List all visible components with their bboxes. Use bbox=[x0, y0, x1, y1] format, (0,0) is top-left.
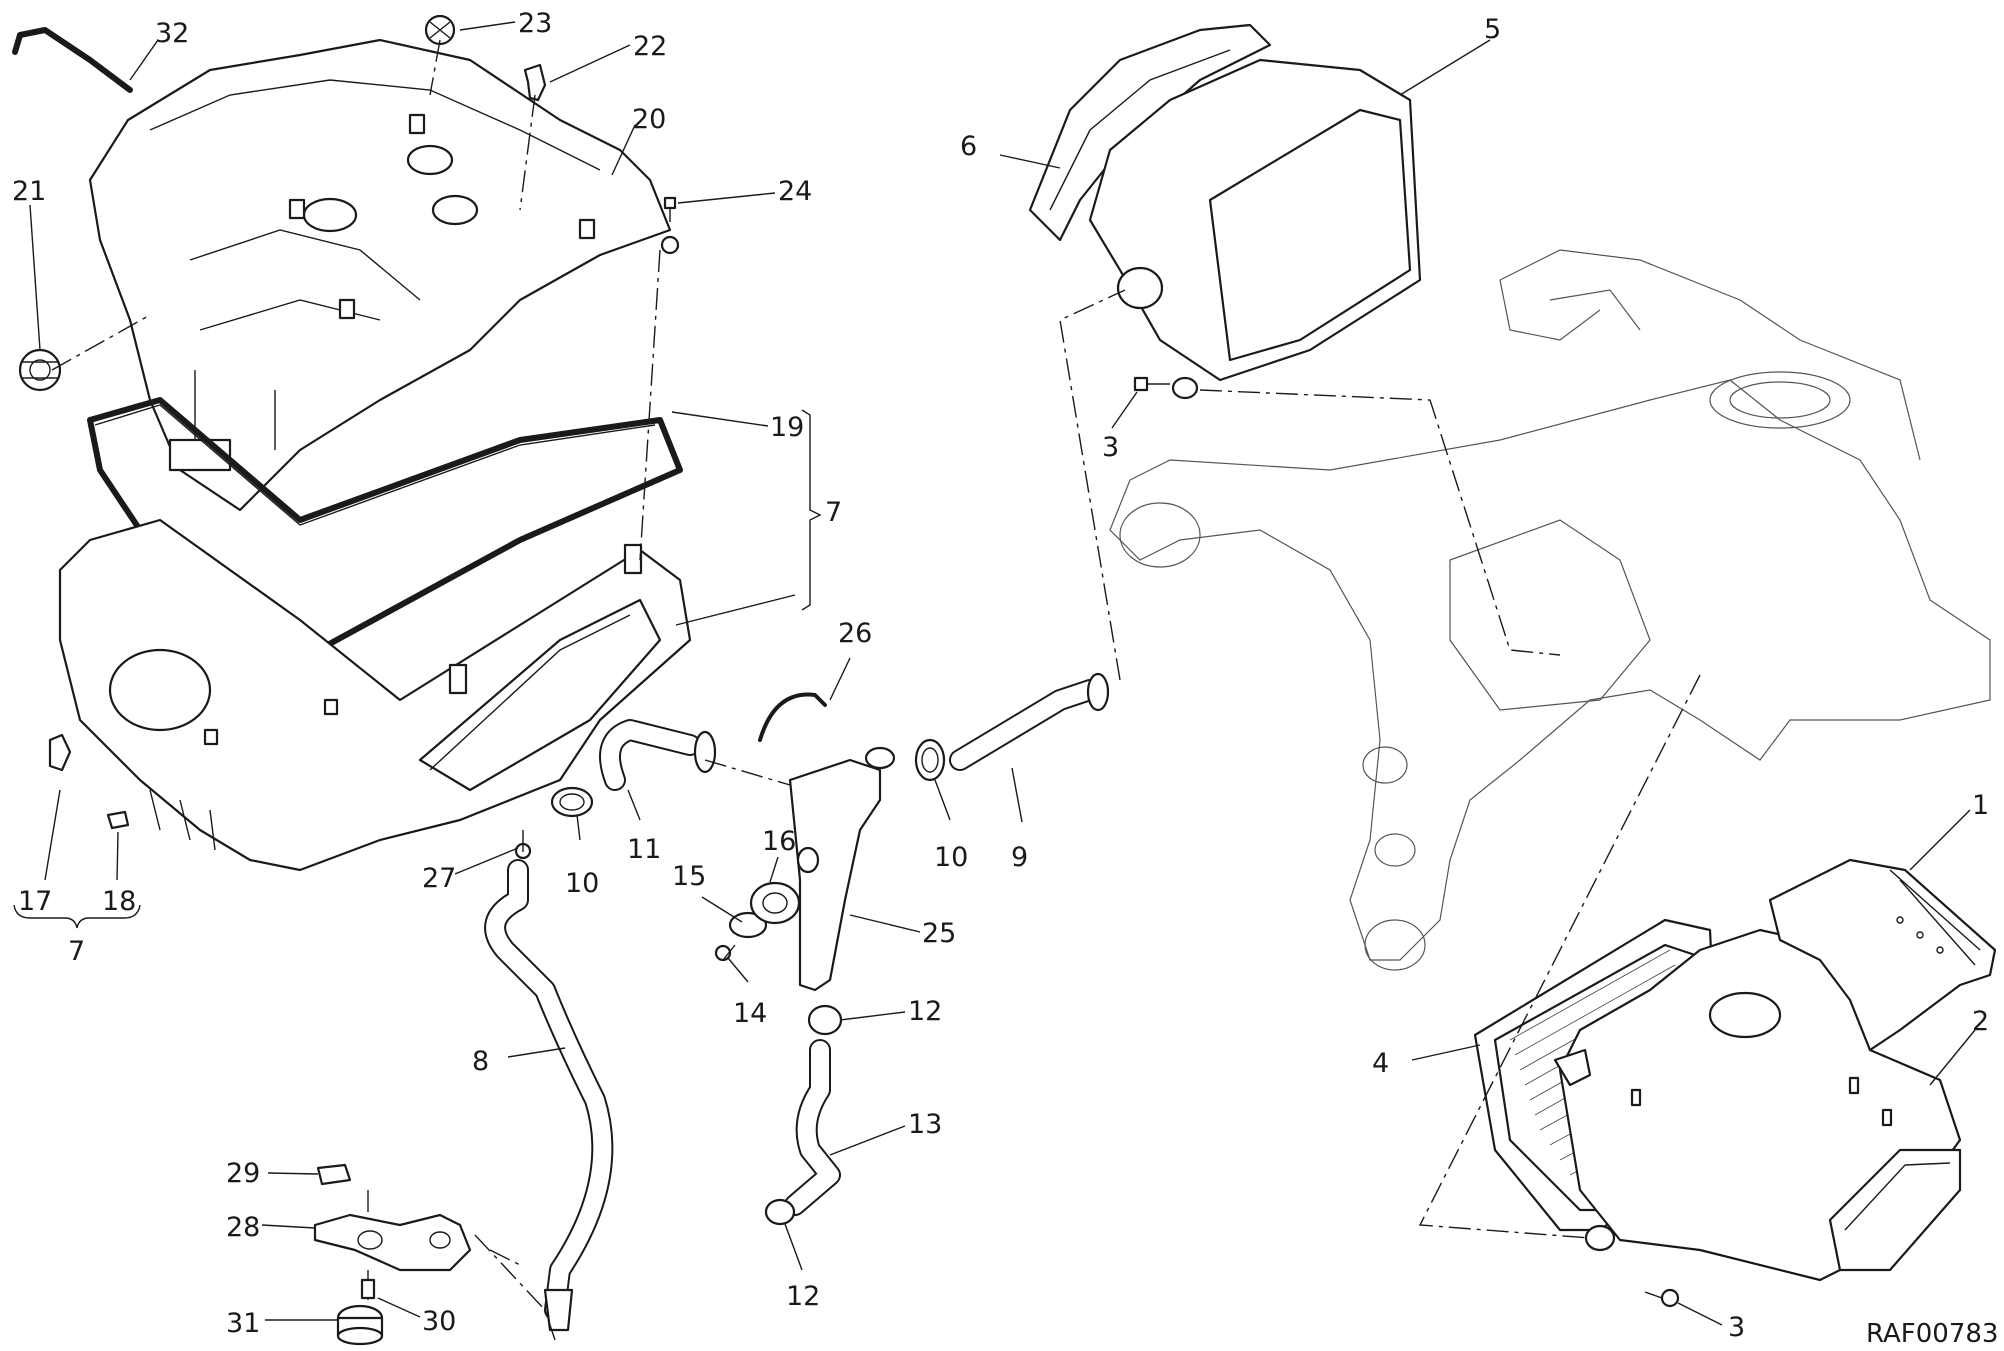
screw-part-30 bbox=[360, 1270, 376, 1300]
hose-clamp-part-10-left bbox=[550, 786, 594, 818]
callout-18: 18 bbox=[102, 886, 136, 917]
callout-6: 6 bbox=[960, 131, 977, 162]
callout-13: 13 bbox=[908, 1109, 942, 1140]
drawing-code: RAF00783 bbox=[1866, 1319, 1998, 1349]
grommet-part-16 bbox=[749, 881, 801, 925]
callout-14: 14 bbox=[733, 998, 767, 1029]
intake-part-1 bbox=[1768, 858, 1997, 1052]
callout-29: 29 bbox=[226, 1158, 260, 1189]
callout-2: 2 bbox=[1972, 1006, 1989, 1037]
callout-12-bottom: 12 bbox=[786, 1281, 820, 1312]
callout-7-bracket: 7 bbox=[825, 497, 842, 528]
clip-part-22 bbox=[523, 63, 547, 102]
callout-25: 25 bbox=[922, 918, 956, 949]
filter-frame-part-6 bbox=[1028, 23, 1272, 242]
hose-clamp-part-10-right bbox=[914, 738, 946, 782]
callout-4: 4 bbox=[1372, 1048, 1389, 1079]
bracket-part-28 bbox=[313, 1213, 472, 1272]
hose-part-13 bbox=[784, 1039, 841, 1216]
callout-26: 26 bbox=[838, 618, 872, 649]
screw-part-3-top bbox=[1133, 376, 1170, 392]
assembly-lines bbox=[51, 39, 1701, 1341]
callout-15: 15 bbox=[672, 861, 706, 892]
sensor-cable-part-32 bbox=[12, 27, 133, 93]
rubber-part-29 bbox=[316, 1163, 352, 1186]
callout-17: 17 bbox=[18, 886, 52, 917]
callout-20: 20 bbox=[632, 104, 666, 135]
drain-hose-part-8 bbox=[484, 859, 614, 1332]
callout-31: 31 bbox=[226, 1308, 260, 1339]
screw-part-24 bbox=[660, 196, 680, 255]
clip-part-17 bbox=[48, 733, 72, 772]
washer-part-15 bbox=[728, 911, 768, 939]
leader-lines bbox=[13, 21, 1976, 1326]
callout-32: 32 bbox=[155, 18, 189, 49]
airbox-cover-part-20 bbox=[88, 38, 672, 512]
motorcycle-frame bbox=[1109, 249, 1991, 971]
callout-3-top: 3 bbox=[1102, 432, 1119, 463]
callout-19: 19 bbox=[770, 412, 804, 443]
callout-30: 30 bbox=[422, 1306, 456, 1337]
airbox-base bbox=[58, 518, 692, 872]
screw-part-14 bbox=[714, 944, 736, 962]
hose-part-11 bbox=[599, 719, 717, 791]
callout-9: 9 bbox=[1011, 842, 1028, 873]
callout-28: 28 bbox=[226, 1212, 260, 1243]
filter-housing-part-5 bbox=[1088, 58, 1422, 400]
callout-27: 27 bbox=[422, 863, 456, 894]
callout-8: 8 bbox=[472, 1046, 489, 1077]
screw-part-3-bottom bbox=[1644, 1288, 1680, 1308]
grommet-part-31 bbox=[336, 1304, 384, 1346]
callout-24: 24 bbox=[778, 176, 812, 207]
clip-part-18 bbox=[106, 810, 130, 830]
callout-10-right: 10 bbox=[934, 842, 968, 873]
callout-1: 1 bbox=[1972, 790, 1989, 821]
sensor-clip-part-26 bbox=[758, 692, 827, 742]
callout-10-left: 10 bbox=[565, 868, 599, 899]
callout-labels: 32 23 22 20 21 24 19 7 17 18 7 26 27 10 … bbox=[12, 8, 1998, 1349]
grommet-part-21 bbox=[18, 348, 62, 392]
callout-5: 5 bbox=[1484, 14, 1501, 45]
breather-part-25 bbox=[788, 746, 896, 992]
stud-pins bbox=[1630, 1076, 1893, 1127]
callout-3-bottom: 3 bbox=[1728, 1312, 1745, 1343]
callout-7-brace: 7 bbox=[68, 936, 85, 967]
callout-11: 11 bbox=[627, 834, 661, 865]
clip-part-23 bbox=[424, 14, 456, 46]
callout-12-top: 12 bbox=[908, 996, 942, 1027]
callout-16: 16 bbox=[762, 826, 796, 857]
callout-23: 23 bbox=[518, 8, 552, 39]
callout-21: 21 bbox=[12, 176, 46, 207]
hose-clamp-part-12-bottom bbox=[764, 1198, 796, 1226]
hose-part-9 bbox=[949, 672, 1110, 771]
callout-22: 22 bbox=[633, 31, 667, 62]
hose-clamp-part-12-top bbox=[807, 1004, 843, 1036]
